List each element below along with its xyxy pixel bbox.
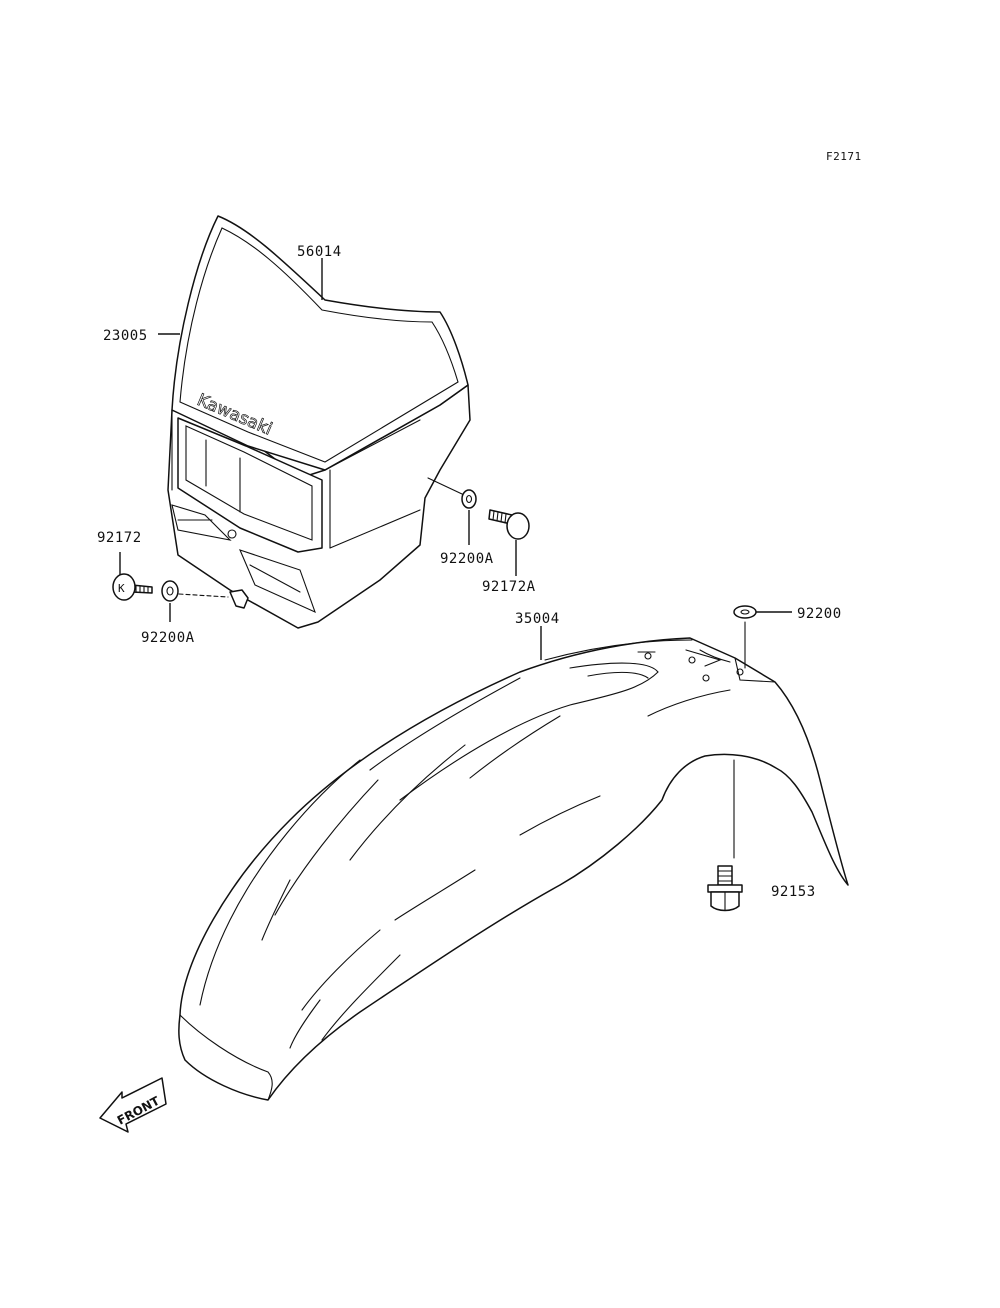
part-label-92200a-left: 92200A <box>141 630 195 646</box>
part-label-92153: 92153 <box>771 884 816 900</box>
headlight-cover: Kawasaki <box>167 215 471 629</box>
part-label-23005: 23005 <box>103 328 148 344</box>
washer-left <box>161 580 179 602</box>
part-label-35004: 35004 <box>515 611 560 627</box>
washer-right <box>461 489 477 509</box>
bolt-head-letter: K <box>118 582 125 595</box>
front-fender <box>178 637 849 1101</box>
washer-fender <box>733 605 757 619</box>
part-label-92200: 92200 <box>797 606 842 622</box>
figure-code: F2171 <box>826 150 862 163</box>
bolt-right <box>488 509 530 540</box>
part-label-56014: 56014 <box>297 244 342 260</box>
bolt-fender <box>707 865 743 912</box>
part-label-92172a: 92172A <box>482 579 536 595</box>
part-label-92200a-right: 92200A <box>440 551 494 567</box>
front-direction-arrow: FRONT <box>99 1077 167 1133</box>
bolt-left: K <box>112 573 153 601</box>
part-label-92172: 92172 <box>97 530 142 546</box>
